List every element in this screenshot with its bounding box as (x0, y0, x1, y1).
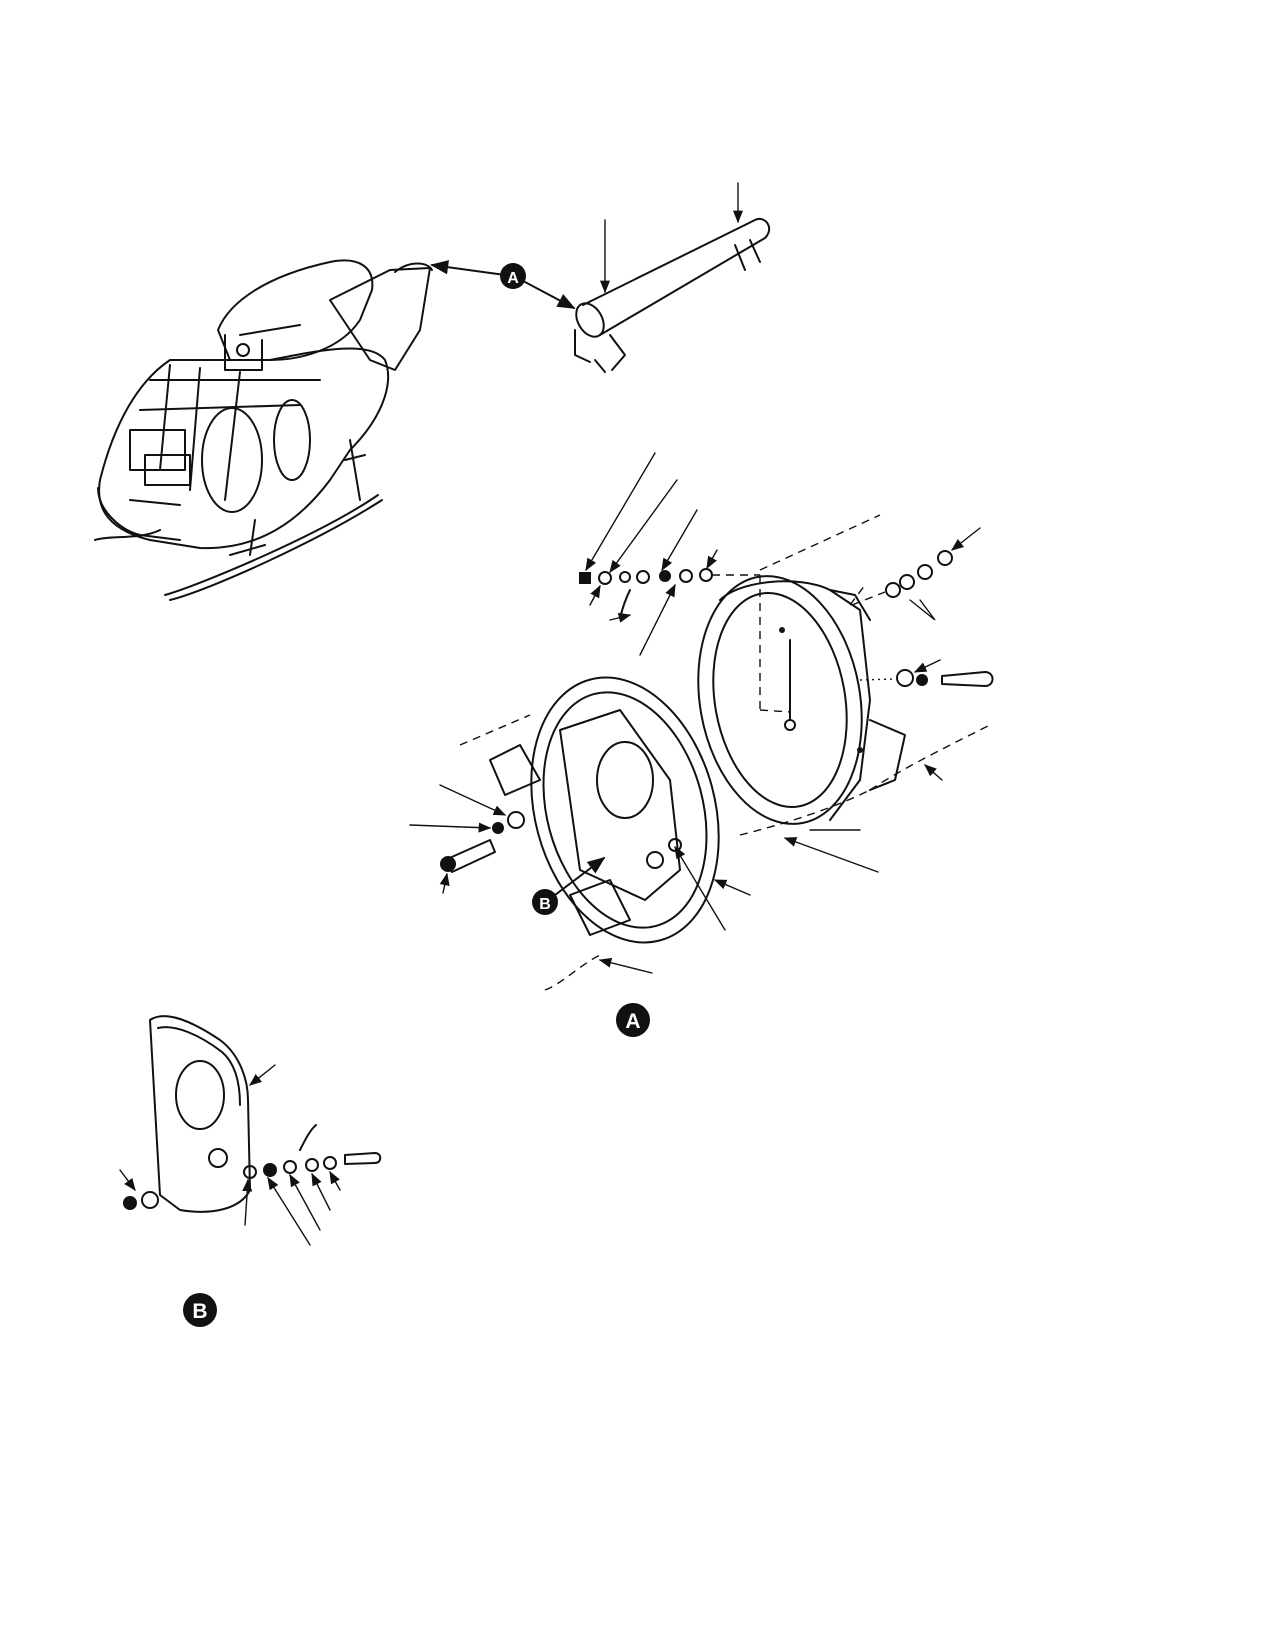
mounting-plate (489, 676, 720, 944)
detail-a-label-marker: A (616, 1003, 650, 1037)
callout-marker-a-top: A (500, 263, 526, 289)
leader-arrow-tailboom (524, 281, 576, 309)
callout-b-top-text: B (539, 896, 551, 913)
frame-ring (697, 575, 906, 825)
helicopter-illustration (94, 259, 433, 601)
hardware-right-screw (859, 669, 994, 687)
leader-arrow-tail (430, 260, 506, 276)
plate-detail-b (149, 1015, 257, 1213)
detail-b-label-marker: B (183, 1293, 217, 1327)
detail-b-exploded-view: B (119, 1015, 382, 1327)
detail-a-exploded-view: B A (409, 452, 994, 1037)
tailboom-illustration (574, 182, 771, 373)
detail-b-label-text: B (192, 1300, 207, 1323)
hardware-chain-top (579, 568, 760, 619)
callout-marker-b-top: B (532, 889, 558, 915)
hardware-right-upper (851, 550, 953, 621)
hardware-left-bolt (440, 811, 525, 873)
detail-a-label-text: A (625, 1010, 640, 1033)
hardware-chain-b (123, 1124, 382, 1210)
callout-a-top-text: A (507, 270, 519, 287)
